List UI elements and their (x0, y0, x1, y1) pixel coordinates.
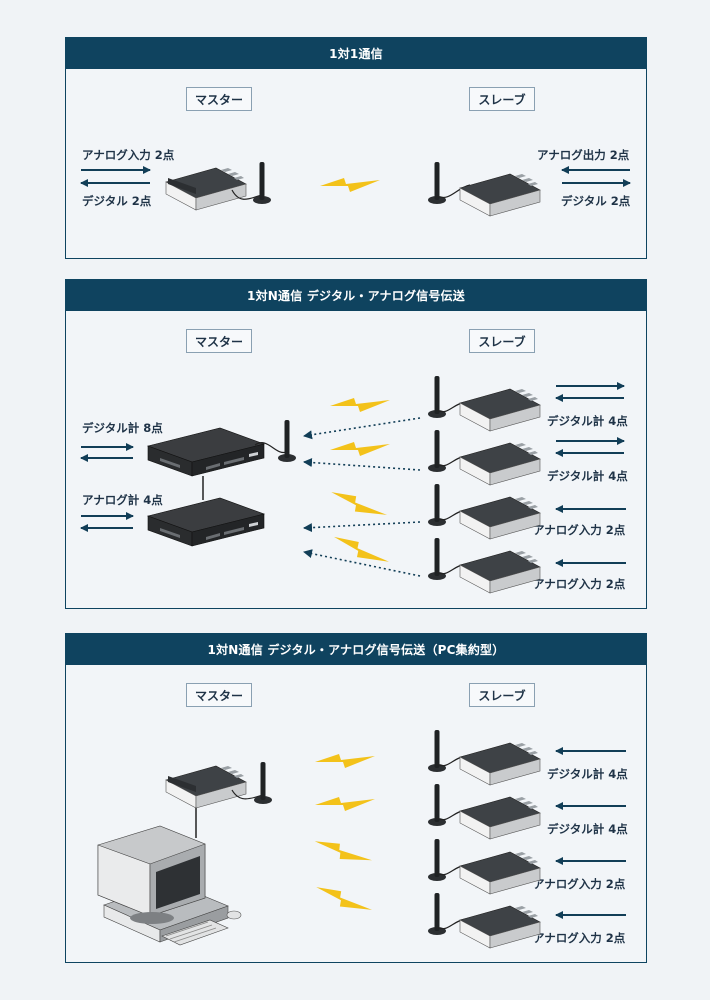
master-modem-icon (165, 167, 247, 211)
slave-label: スレーブ (469, 329, 535, 353)
slave-1-label: デジタル計 4点 (547, 414, 628, 428)
antenna-icon (253, 162, 271, 204)
lightning-icon (328, 485, 388, 526)
slave-unit-1 (428, 376, 541, 432)
slave-unit-4 (428, 538, 541, 594)
panel-one-to-one: 1対1通信 マスター スレーブ アナログ入力 2点 デジタル 2点 アナログ出力… (65, 37, 647, 259)
panel1-slave-arrows (561, 166, 631, 187)
master-digital-label: デジタル計 8点 (82, 421, 163, 435)
analog-input-label: アナログ入力 2点 (82, 148, 175, 162)
panel-title: 1対1通信 (66, 38, 646, 69)
slave-4-label: アナログ入力 2点 (533, 931, 626, 945)
cable (254, 442, 288, 454)
master-label: マスター (186, 683, 252, 707)
digital-right-label: デジタル 2点 (561, 194, 631, 208)
slave-unit-3 (428, 839, 541, 895)
master-label: マスター (186, 329, 252, 353)
master-router-icon (147, 427, 265, 477)
analog-output-label: アナログ出力 2点 (537, 148, 630, 162)
lightning-icon (312, 834, 373, 872)
digital-left-label: デジタル 2点 (82, 194, 152, 208)
slave-unit-3 (428, 484, 541, 540)
slave-unit-1 (428, 730, 541, 786)
pc-icon (97, 825, 242, 946)
slave-1-label: デジタル計 4点 (547, 767, 628, 781)
slave-label: スレーブ (469, 683, 535, 707)
slave-label: スレーブ (469, 87, 535, 111)
master-label: マスター (186, 87, 252, 111)
slave-modem-icon (459, 173, 541, 217)
wireless-links (303, 417, 421, 577)
slave-3-label: アナログ入力 2点 (533, 523, 626, 537)
antenna-icon (278, 420, 296, 462)
slave-4-label: アナログ入力 2点 (533, 577, 626, 591)
lightning-icon (315, 754, 375, 768)
slave-unit-2 (428, 430, 541, 486)
lightning-icon (331, 530, 390, 573)
panel3-slave-arrows (555, 747, 626, 919)
slave-unit-4 (428, 893, 541, 949)
antenna-icon (254, 762, 272, 804)
panel-title: 1対N通信 デジタル・アナログ信号伝送（PC集約型） (66, 634, 646, 665)
panel2-master-arrows (80, 443, 134, 532)
lightning-icon (315, 797, 375, 811)
lightning-icon (330, 442, 390, 456)
lightning-icon (313, 880, 373, 921)
slave-unit-2 (428, 784, 541, 840)
slave-3-label: アナログ入力 2点 (533, 877, 626, 891)
slave-2-label: デジタル計 4点 (547, 469, 628, 483)
panel2-slave-arrows (555, 382, 626, 567)
master-modem-icon (165, 765, 247, 809)
lightning-icon (330, 398, 390, 412)
panel1-master-arrows (80, 166, 151, 187)
cable (231, 789, 264, 800)
lightning-icon (320, 178, 380, 192)
cable (231, 189, 263, 200)
master-router-icon (147, 497, 265, 547)
panel-title: 1対N通信 デジタル・アナログ信号伝送 (66, 280, 646, 311)
master-analog-label: アナログ計 4点 (82, 493, 163, 507)
slave-2-label: デジタル計 4点 (547, 822, 628, 836)
